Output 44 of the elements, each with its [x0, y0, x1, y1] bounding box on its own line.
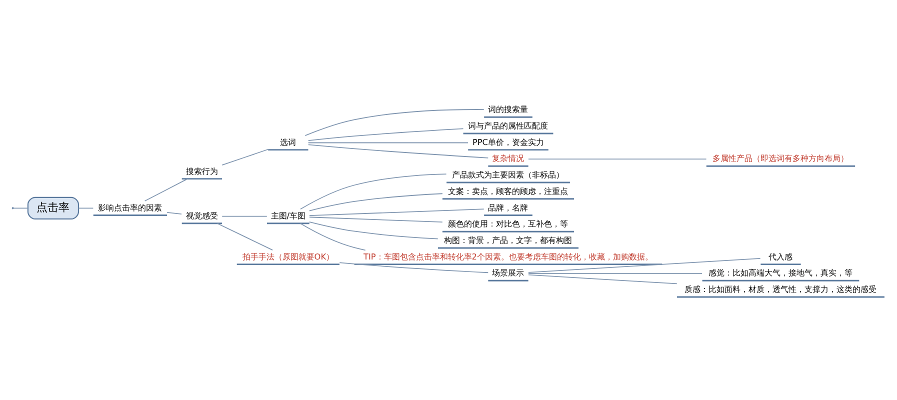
connector: [222, 148, 269, 166]
node-text: 词与产品的属性匹配度: [468, 120, 548, 130]
node-text: 多属性产品（即选词有多种方向布局）: [712, 153, 849, 164]
node-text: 选词: [280, 136, 296, 147]
connector: [528, 274, 678, 284]
connector: [308, 144, 489, 158]
connector: [217, 223, 273, 250]
connector: [308, 128, 464, 141]
node-text: 词的搜索量: [488, 104, 528, 114]
connector: [528, 158, 707, 160]
node-text: 拍手手法（原图就要OK）: [242, 251, 334, 262]
node-text: 场景展示: [492, 268, 524, 278]
node-text: 品牌，名牌: [488, 202, 528, 212]
connector: [528, 273, 702, 274]
connector: [339, 262, 489, 274]
node-text: 影响点击率的因素: [98, 202, 162, 212]
connector: [78, 208, 94, 209]
connector: [144, 178, 188, 202]
connector: [309, 208, 484, 216]
connector: [300, 223, 366, 251]
connector: [12, 208, 28, 209]
connector: [304, 109, 484, 136]
node-text: 感觉：比如高端大气，接地气，真实，等: [708, 268, 853, 278]
node-text: 主图/车图: [270, 210, 306, 220]
node-text: 颜色的使用：对比色，互补色，等: [448, 218, 568, 229]
connector: [300, 174, 447, 210]
node-text: TIP：车图包含点击率和转化率2个因素。也要考虑车图的转化，收藏，加购数据。: [363, 251, 653, 262]
connector: [309, 216, 443, 223]
connector: [308, 142, 468, 144]
connector: [308, 193, 443, 212]
node-text: 视觉感受: [186, 210, 218, 220]
connector: [308, 221, 438, 240]
node-text: 搜索行为: [186, 166, 218, 176]
connector: [528, 258, 761, 273]
node-text: PPC单价，资金实力: [472, 136, 544, 147]
node-text: 代入感: [768, 251, 793, 262]
node-text: 文案：卖点，顾客的顾虑，注重点: [448, 186, 568, 196]
node-box: 点击率: [27, 196, 80, 220]
node-text: 复杂情况: [492, 153, 524, 164]
node-text: 构图：背景，产品，文字，都有构图: [444, 234, 572, 245]
node-text: 质感：比如面料，材质，透气性，支撑力，这类的感受: [684, 284, 877, 294]
node-text: 产品款式为主要因素（非标品）: [452, 170, 564, 180]
connector: [222, 216, 268, 217]
connector: [166, 212, 182, 214]
